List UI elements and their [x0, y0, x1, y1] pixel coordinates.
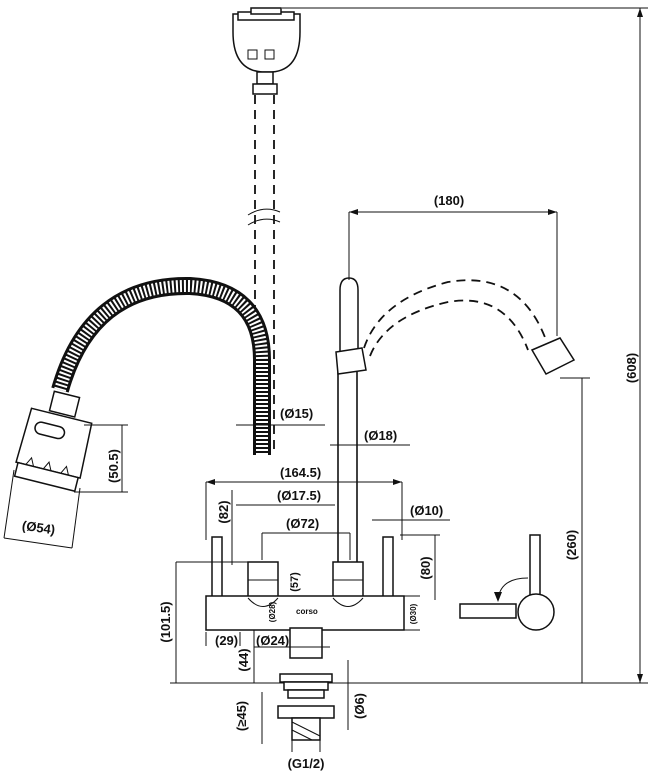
pullout-head-top [232, 7, 301, 95]
dimension-d24: (Ø24) [254, 633, 330, 648]
dim-d15-label: (Ø15) [280, 406, 313, 421]
dimension-d72: (Ø72) [261, 516, 351, 560]
dimension-d15: (Ø15) [236, 406, 325, 426]
dimension-260: (260) [560, 377, 590, 683]
dim-d30-label: (Ø30) [409, 603, 418, 624]
dimension-45: (≥45) [234, 692, 263, 744]
dimension-44: (44) [236, 630, 255, 683]
dimension-101-5: (101.5) [158, 561, 250, 683]
dimension-d30: (Ø30) [404, 595, 420, 631]
dimension-608: (608) [282, 7, 648, 683]
dimension-180: (180) [348, 193, 558, 336]
dim-29-label: (29) [215, 633, 238, 648]
dimension-80: (80) [400, 534, 440, 600]
dimension-g12: (G1/2) [288, 740, 325, 771]
dim-44-label: (44) [236, 648, 251, 671]
dim-57-label: (57) [289, 572, 301, 592]
dim-d24-label: (Ø24) [256, 633, 289, 648]
dimension-57: (57) [289, 572, 301, 592]
brand-mark: corso [296, 607, 318, 616]
dimension-d17-5: (Ø17.5) [236, 488, 335, 506]
dimension-d18: (Ø18) [330, 428, 410, 446]
faucet-body: corso [205, 536, 405, 659]
dim-d10-label: (Ø10) [410, 503, 443, 518]
dim-82-label: (82) [216, 500, 231, 523]
spout-swing-dashed [363, 279, 576, 375]
side-handle-view [459, 534, 555, 631]
dimension-d6: (Ø6) [347, 660, 367, 730]
dim-d28-label: (Ø28) [268, 601, 277, 622]
mounting-fixing [277, 673, 335, 741]
dim-260-label: (260) [564, 530, 579, 560]
dim-d6-label: (Ø6) [352, 693, 367, 719]
fixed-spout [335, 277, 367, 565]
dim-101-5-label: (101.5) [158, 601, 173, 642]
dim-50-5-label: (50.5) [106, 449, 121, 483]
dimension-d10: (Ø10) [372, 503, 450, 521]
dim-45-label: (≥45) [234, 701, 249, 731]
dim-d18-label: (Ø18) [364, 428, 397, 443]
dimension-50-5: (50.5) [74, 424, 128, 493]
dimension-d28: (Ø28) [268, 601, 277, 622]
dimension-29: (29) [205, 632, 241, 648]
dim-608-label: (608) [624, 353, 639, 383]
dim-g12-label: (G1/2) [288, 756, 325, 771]
dimension-82: (82) [216, 490, 233, 565]
dim-164-5-label: (164.5) [280, 465, 321, 480]
dim-54-label: (Ø54) [21, 518, 56, 537]
dimension-164-5: (164.5) [205, 465, 403, 540]
dim-d72-label: (Ø72) [286, 516, 319, 531]
dim-d17-5-label: (Ø17.5) [277, 488, 321, 503]
dim-80-label: (80) [418, 556, 433, 579]
dim-180-label: (180) [434, 193, 464, 208]
flexible-hose [51, 276, 271, 455]
spray-head-left [13, 390, 93, 493]
dimension-54: (Ø54) [3, 469, 81, 549]
